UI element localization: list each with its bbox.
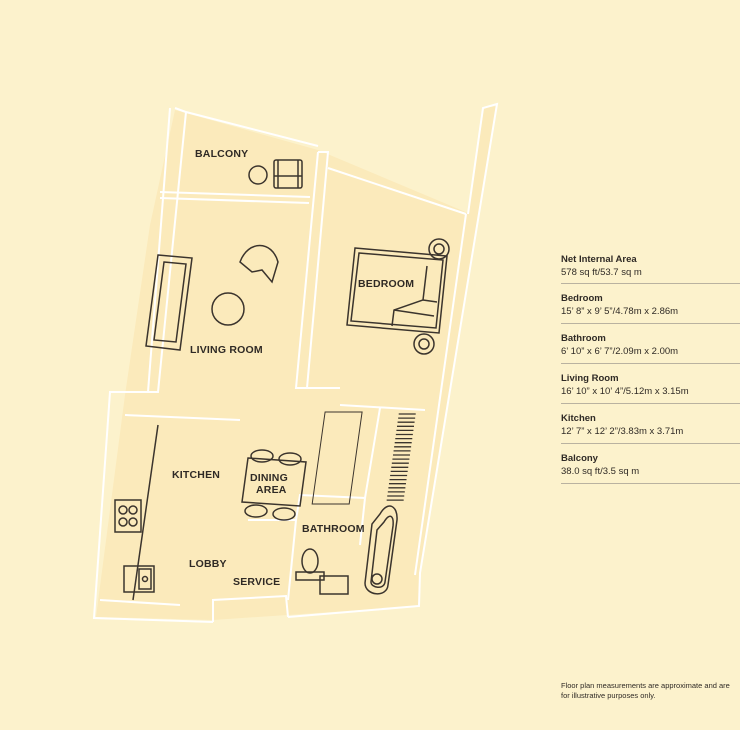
area-row: Bathroom 6’ 10” x 6’ 7”/2.09m x 2.00m	[561, 324, 740, 364]
area-title: Balcony	[561, 453, 598, 464]
bathroom-furniture	[295, 505, 398, 595]
area-schedule: Net Internal Area 578 sq ft/53.7 sq m Bedr…	[561, 250, 740, 484]
area-title: Bathroom	[561, 333, 606, 344]
balcony-furniture	[248, 159, 303, 189]
area-value: 16’ 10” x 10’ 4”/5.12m x 3.15m	[561, 386, 689, 397]
label-kitchen: KITCHEN	[172, 469, 220, 481]
area-title: Kitchen	[561, 413, 596, 424]
dining-furniture	[241, 449, 307, 521]
area-row: Bedroom 15’ 8” x 9’ 5”/4.78m x 2.86m	[561, 284, 740, 324]
label-dining: DINING	[250, 472, 288, 484]
floor-area	[96, 106, 497, 620]
area-value: 38.0 sq ft/3.5 sq m	[561, 466, 640, 477]
area-title: Bedroom	[561, 293, 603, 304]
storage-hatching	[311, 411, 363, 505]
hatch-lines	[386, 413, 416, 501]
walls	[92, 102, 499, 623]
label-balcony: BALCONY	[195, 148, 248, 160]
area-title: Net Internal Area	[561, 254, 637, 265]
living-furniture	[145, 244, 279, 351]
label-service: SERVICE	[233, 576, 280, 588]
disclaimer-note: Floor plan measurements are approximate …	[561, 681, 730, 700]
bedroom-furniture	[346, 238, 450, 355]
area-value: 12’ 7” x 12’ 2”/3.83m x 3.71m	[561, 426, 684, 437]
area-value: 15’ 8” x 9’ 5”/4.78m x 2.86m	[561, 306, 679, 317]
area-row: Living Room 16’ 10” x 10’ 4”/5.12m x 3.15…	[561, 364, 740, 404]
area-value: 6’ 10” x 6’ 7”/2.09m x 2.00m	[561, 346, 679, 357]
area-row: Kitchen 12’ 7” x 12’ 2”/3.83m x 3.71m	[561, 404, 740, 444]
label-dining-area: AREA	[256, 484, 287, 496]
area-row: Net Internal Area 578 sq ft/53.7 sq m	[561, 250, 740, 284]
label-bedroom: BEDROOM	[358, 278, 414, 290]
label-lobby: LOBBY	[189, 558, 227, 570]
area-value: 578 sq ft/53.7 sq m	[561, 267, 642, 278]
label-bathroom: BATHROOM	[302, 523, 365, 535]
kitchen-furniture	[114, 424, 159, 601]
area-row: Balcony 38.0 sq ft/3.5 sq m	[561, 444, 740, 484]
area-title: Living Room	[561, 373, 619, 384]
label-living-room: LIVING ROOM	[190, 344, 263, 356]
